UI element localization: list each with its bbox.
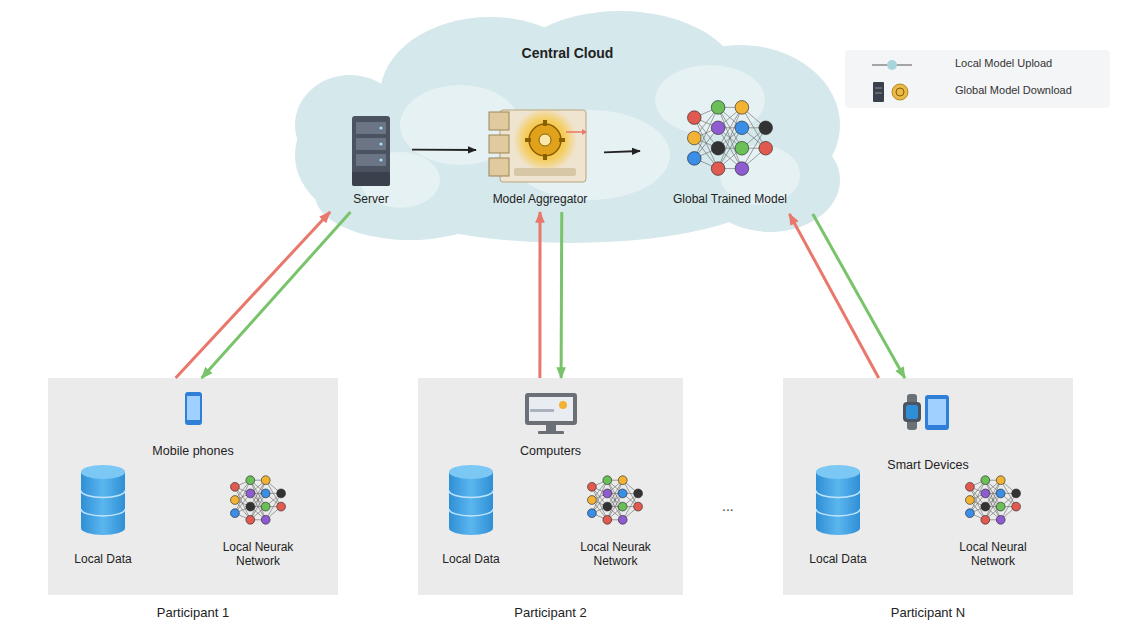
local-network: Local Neurak Network	[198, 538, 318, 588]
participant-panel: ComputersParticipant 2 Local Data Local Ne…	[418, 378, 683, 623]
local-network: Local Neurak Network	[558, 538, 673, 588]
node-label: Local Neurak Network	[568, 540, 664, 569]
global-model-node: Global Trained Model	[640, 88, 820, 214]
legend-text: Global Model Download	[955, 84, 1072, 111]
device-label: Smart Devices	[887, 458, 968, 473]
participant-panel: Smart DevicesParticipant N Local Data Loca…	[783, 378, 1073, 623]
device-label: Mobile phones	[152, 444, 233, 459]
node-label: Model Aggregator	[493, 192, 588, 206]
upload-arrow	[176, 212, 330, 378]
server-icon	[352, 116, 390, 186]
ellipsis: ...	[722, 498, 734, 514]
legend-text: Local Model Upload	[955, 57, 1072, 84]
node-label: Local Data	[442, 552, 499, 566]
local-data: Local Data	[793, 548, 883, 578]
participant-label: Participant 1	[157, 605, 229, 621]
node-label: Global Trained Model	[673, 192, 787, 206]
upload-arrow	[538, 212, 541, 378]
aggregator-node: Model Aggregator	[476, 95, 604, 212]
node-label: Local Data	[809, 552, 866, 566]
legend-samples	[845, 50, 1110, 108]
local-network: Local Neural Network	[933, 538, 1053, 588]
local-data: Local Data	[58, 548, 148, 578]
cloud-region: Central CloudServer Model Aggregator Globa…	[290, 5, 845, 245]
smart-devices-icon	[903, 394, 949, 430]
local-data: Local Data	[426, 548, 516, 578]
legend: Local Model UploadGlobal Model Download	[955, 57, 1072, 111]
phone-icon	[185, 392, 202, 425]
participant-panel: Mobile phonesParticipant 1 Local Data Loca…	[48, 378, 338, 623]
node-label: Local Neurak Network	[210, 540, 306, 569]
device-label: Computers	[520, 444, 581, 459]
node-label: Local Data	[74, 552, 131, 566]
server-node: Server	[330, 108, 412, 212]
node-label: Server	[353, 192, 388, 206]
participant-label: Participant 2	[514, 605, 586, 621]
cloud-title: Central Cloud	[522, 45, 614, 62]
cloud-outline	[290, 5, 845, 245]
download-arrow	[202, 212, 351, 378]
upload-arrow	[789, 214, 878, 378]
node-label: Local Neural Network	[945, 540, 1041, 569]
aggregator-icon	[489, 108, 587, 182]
download-arrow	[813, 214, 905, 378]
participant-label: Participant N	[891, 605, 965, 621]
